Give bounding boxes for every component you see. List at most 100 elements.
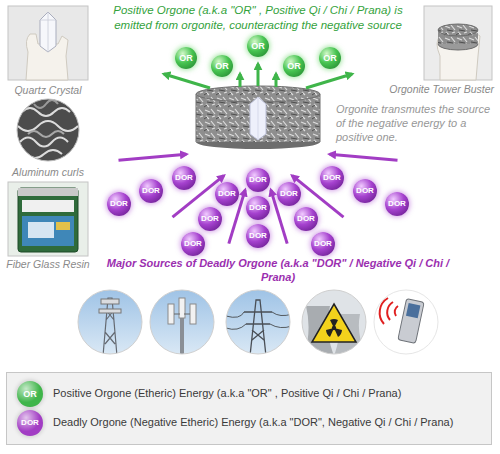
cell-antenna-photo-part-part <box>179 298 185 318</box>
ball-label: DOR <box>110 200 128 208</box>
deadly-orgone-ball: DOR <box>277 182 301 206</box>
power-line-photo-part-part <box>226 312 292 329</box>
cell-phone-photo-part-part <box>374 290 438 354</box>
deadly-orgone-ball: DOR <box>246 168 270 192</box>
cell-tower-photo <box>78 290 142 356</box>
cell-tower-photo-part-part <box>103 298 117 356</box>
deadly-orgone-ball: DOR <box>246 196 270 220</box>
ball-label: DOR <box>249 204 267 212</box>
emission-arrows-part <box>257 64 260 86</box>
deadly-orgone-ball: DOR <box>294 207 318 231</box>
cell-phone-photo <box>374 290 438 354</box>
ball-label: DOR <box>184 240 202 248</box>
resin-can-photo-part <box>8 182 88 256</box>
emission-arrows-part <box>275 74 278 87</box>
cell-antenna-photo-part-part <box>168 304 174 324</box>
aluminum-curls-photo-part-part <box>22 108 70 116</box>
ball-label: DOR <box>280 190 298 198</box>
ball-label: DOR <box>356 187 374 195</box>
legend-swatch: OR <box>17 381 43 407</box>
deadly-orgone-ball: DOR <box>172 166 196 190</box>
cell-antenna-photo-part <box>150 290 214 354</box>
nuclear-plant-photo-part-part <box>312 304 356 342</box>
resin-can-photo-part <box>22 216 74 246</box>
power-line-photo-part <box>226 290 292 356</box>
deadly-orgone-ball: DOR <box>198 207 222 231</box>
deadly-orgone-ball: DOR <box>311 232 335 256</box>
cell-antenna-photo-part <box>150 290 214 356</box>
emission-arrows-part <box>239 74 242 87</box>
positive-orgone-ball: OR <box>211 55 233 77</box>
ball-label: DOR <box>142 187 160 195</box>
cell-antenna-photo-part-part <box>190 304 196 324</box>
tower-buster-photo <box>424 6 492 80</box>
tower-buster-photo-part <box>424 6 492 80</box>
resin-can-photo-part <box>22 200 74 212</box>
tower-buster-photo-part <box>438 24 478 36</box>
positive-orgone-ball: OR <box>175 47 197 69</box>
ball-label: DOR <box>249 232 267 240</box>
deadly-orgone-ball: DOR <box>353 179 377 203</box>
ball-label: DOR <box>388 200 406 208</box>
cell-phone-photo-part-part <box>398 299 424 344</box>
ball-label: DOR <box>175 174 193 182</box>
quartz-photo-part <box>40 12 56 52</box>
cell-antenna-photo-part-part <box>174 314 190 315</box>
emission-arrows-part <box>164 74 210 88</box>
cell-tower-photo-part <box>78 290 142 354</box>
deadly-orgone-arrows-part <box>119 154 187 160</box>
quartz-photo <box>8 6 88 80</box>
aluminum-curls-photo-part <box>17 99 79 161</box>
quartz-photo-part <box>40 12 56 52</box>
legend-box: OR Positive Orgone (Etheric) Energy (a.k.… <box>6 372 492 445</box>
legend-row: OR Positive Orgone (Etheric) Energy (a.k.… <box>17 381 481 407</box>
resin-can-photo-part <box>18 188 78 196</box>
deadly-orgone-ball: DOR <box>320 166 344 190</box>
aluminum-curls-photo-part-part <box>18 121 78 131</box>
power-line-photo-part-part <box>244 300 272 356</box>
positive-orgone-ball: OR <box>319 47 341 69</box>
deadly-orgone-ball: DOR <box>107 192 131 216</box>
photo-caption: Orgonite Tower Buster <box>344 83 494 96</box>
deadly-orgone-ball: DOR <box>139 179 163 203</box>
deadly-orgone-ball: DOR <box>385 192 409 216</box>
orgonite-cylinder-part <box>196 94 320 142</box>
emission-arrows-part <box>306 74 352 88</box>
swatch-label: DOR <box>21 419 39 427</box>
aluminum-curls-photo-part <box>17 99 79 161</box>
cell-phone-photo-part <box>374 290 438 354</box>
resin-can-photo-part <box>18 188 78 252</box>
orgonite-cylinder-part <box>196 94 320 142</box>
swatch-label: OR <box>23 390 37 399</box>
deadly-orgone-ball: DOR <box>181 232 205 256</box>
photo-caption: Aluminum curls <box>2 166 94 179</box>
legend-swatch: DOR <box>17 410 43 436</box>
positive-orgone-ball: OR <box>283 55 305 77</box>
aluminum-curls-photo-part <box>18 100 78 158</box>
aluminum-curls-photo <box>17 99 79 161</box>
ball-label: OR <box>251 42 265 51</box>
ball-label: DOR <box>201 215 219 223</box>
deadly-orgone-ball: DOR <box>246 224 270 248</box>
ball-label: DOR <box>323 174 341 182</box>
photo-caption: Quartz Crystal <box>2 84 94 97</box>
cell-tower-photo-part <box>78 290 142 356</box>
orgonite-cylinder-part <box>258 97 259 140</box>
aluminum-curls-photo-part-part <box>26 150 62 158</box>
ball-label: DOR <box>218 190 236 198</box>
nuclear-plant-photo-part <box>302 290 366 354</box>
legend-row: DORDeadly Orgone (Negative Etheric) Ener… <box>17 410 481 436</box>
deadly-orgone-arrows-part <box>330 154 398 160</box>
ball-label: DOR <box>297 215 315 223</box>
resin-can-photo-part <box>28 222 54 238</box>
legend-text: Positive Orgone (Etheric) Energy (a.k.a … <box>53 387 401 401</box>
resin-can-photo-part <box>56 222 70 230</box>
ball-label: DOR <box>314 240 332 248</box>
photo-caption: Fiber Glass Resin <box>2 258 94 271</box>
ball-label: OR <box>179 54 193 63</box>
positive-orgone-ball: OR <box>247 35 269 57</box>
cell-phone-photo-part <box>374 290 438 354</box>
source-heading: Major Sources of Deadly Orgone (a.k.a "D… <box>96 257 460 285</box>
cell-antenna-photo <box>150 290 214 356</box>
